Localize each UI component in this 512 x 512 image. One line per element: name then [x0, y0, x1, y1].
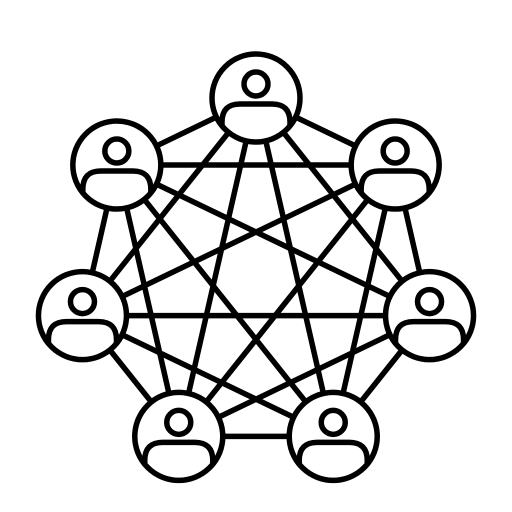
connection-line	[176, 162, 398, 440]
person-head	[241, 69, 271, 99]
person-head	[380, 136, 410, 166]
person-avatar-icon	[45, 286, 120, 360]
connection-line	[114, 162, 433, 319]
person-node	[209, 51, 303, 145]
person-avatar-icon	[219, 69, 293, 142]
person-avatar-icon	[296, 407, 370, 481]
person-nodes	[35, 51, 477, 484]
person-head	[318, 407, 348, 438]
connection-line	[176, 95, 259, 440]
person-node	[382, 268, 477, 363]
person-node	[70, 118, 164, 212]
person-shoulders	[80, 168, 154, 210]
connection-line	[79, 162, 398, 319]
person-node	[35, 268, 130, 363]
person-shoulders	[392, 318, 467, 360]
person-shoulders	[142, 439, 216, 481]
person-avatar-icon	[142, 407, 216, 481]
person-head	[164, 407, 194, 438]
person-shoulders	[45, 318, 120, 360]
person-node	[348, 118, 442, 212]
person-avatar-icon	[80, 136, 154, 210]
person-head	[102, 136, 132, 166]
connection-line	[253, 95, 336, 440]
person-shoulders	[358, 168, 432, 210]
connection-line	[114, 162, 336, 440]
person-avatar-icon	[392, 286, 467, 360]
person-node	[132, 389, 226, 484]
person-shoulders	[296, 439, 370, 481]
person-avatar-icon	[358, 136, 432, 210]
person-shoulders	[219, 101, 293, 142]
person-node	[286, 389, 380, 484]
person-head	[67, 286, 98, 317]
person-head	[414, 286, 445, 317]
